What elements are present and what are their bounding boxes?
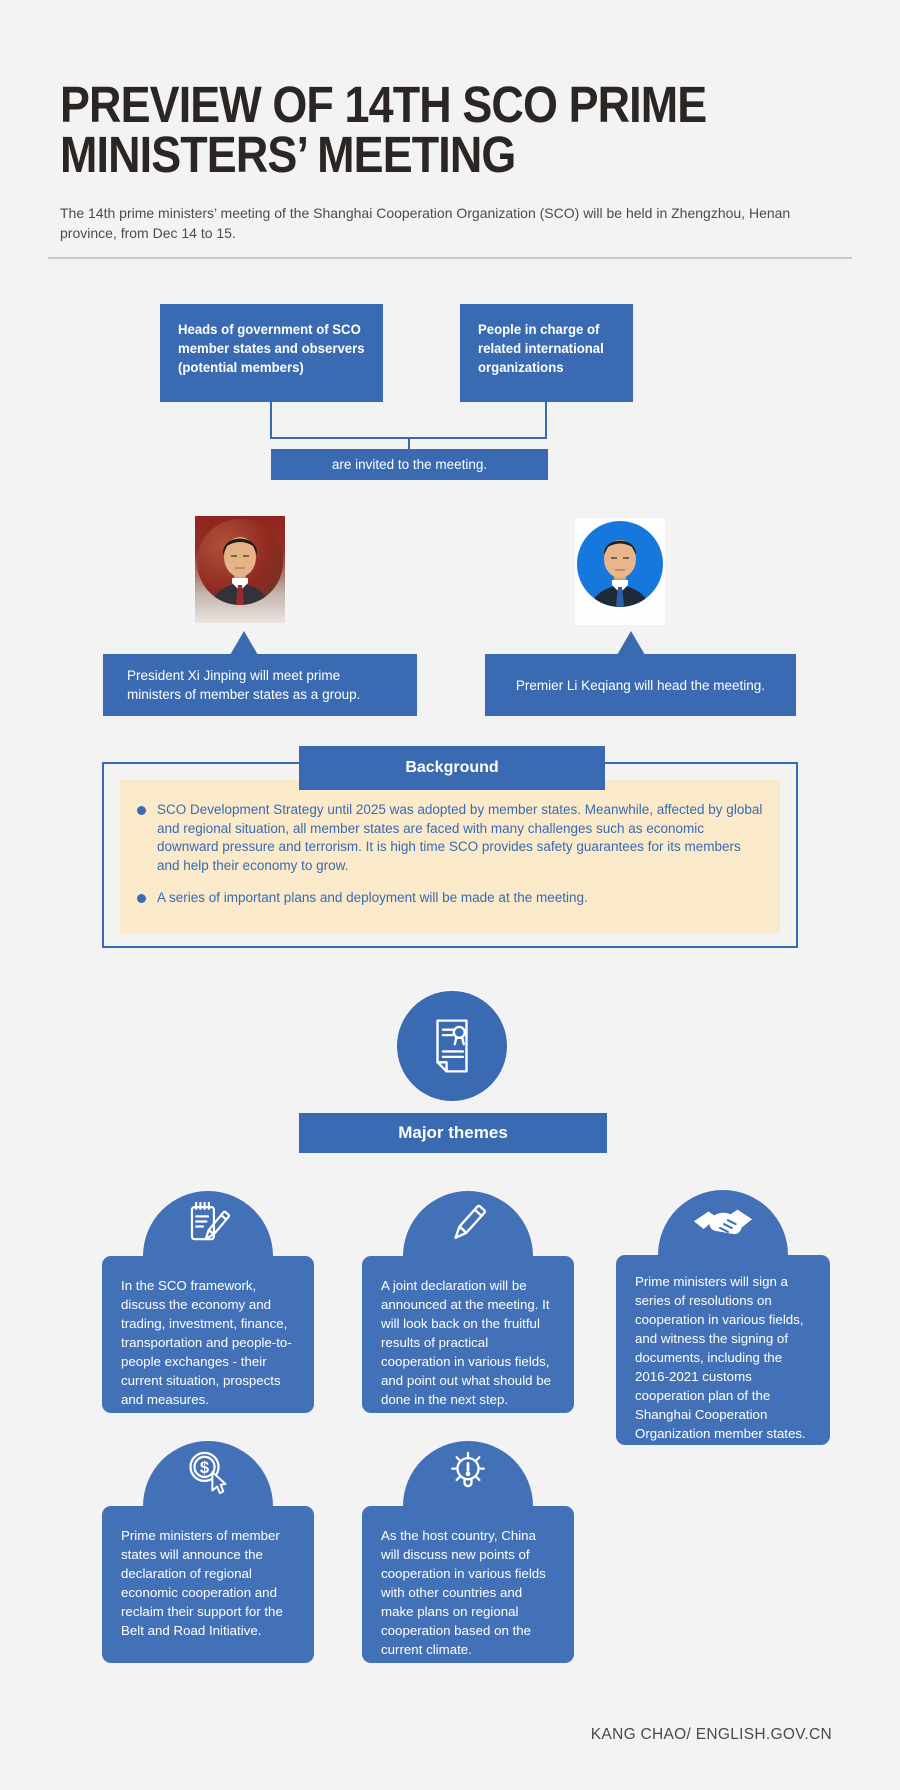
header-divider bbox=[48, 257, 852, 259]
li-caption-bubble: Premier Li Keqiang will head the meeting… bbox=[485, 654, 796, 716]
notepad-pencil-icon bbox=[190, 1201, 231, 1241]
xi-caption-bubble: President Xi Jinping will meet prime min… bbox=[103, 654, 417, 716]
invitees-box-international-organizations: People in charge of related internationa… bbox=[460, 304, 633, 402]
invitees-left-line: Heads of government of SCO bbox=[178, 321, 361, 337]
bullet-dot-icon bbox=[137, 806, 146, 815]
credit-line: KANG CHAO/ ENGLISH.GOV.CN bbox=[590, 1726, 832, 1743]
li-keqiang-portrait-figure bbox=[589, 540, 651, 607]
bullet-text: A series of important plans and deployme… bbox=[157, 890, 588, 905]
bullet-item: A series of important plans and deployme… bbox=[137, 889, 765, 908]
svg-text:$: $ bbox=[200, 1458, 209, 1477]
major-themes-badge bbox=[397, 991, 507, 1101]
invitees-box-heads-of-government: Heads of government of SCO member states… bbox=[160, 304, 383, 402]
page-title: PREVIEW OF 14TH SCO PRIME MINISTERS’ MEE… bbox=[60, 76, 880, 183]
background-bullet-list: SCO Development Strategy until 2025 was … bbox=[137, 801, 765, 908]
handshake-icon bbox=[693, 1209, 753, 1235]
theme-card-dome: $ bbox=[143, 1441, 273, 1506]
theme-card-dome bbox=[403, 1441, 533, 1506]
invitees-right-line: People in charge of bbox=[478, 321, 600, 337]
li-keqiang-photo bbox=[575, 518, 665, 625]
li-caption-text: Premier Li Keqiang will head the meeting… bbox=[515, 677, 766, 693]
document-seal-icon bbox=[436, 1019, 468, 1073]
connector-line bbox=[270, 402, 272, 439]
theme-card-text: Prime ministers will sign a series of re… bbox=[616, 1255, 830, 1445]
xi-jinping-photo bbox=[195, 516, 285, 623]
bullet-text: SCO Development Strategy until 2025 was … bbox=[157, 802, 763, 873]
speech-pointer bbox=[617, 631, 645, 655]
background-heading: Background bbox=[299, 746, 605, 790]
invitees-right-line: organizations bbox=[478, 359, 564, 375]
invited-result-bar: are invited to the meeting. bbox=[271, 449, 548, 480]
theme-card-dome bbox=[143, 1191, 273, 1256]
lightbulb-alert-icon bbox=[451, 1451, 485, 1488]
invitees-right-line: related international bbox=[478, 340, 604, 356]
bullet-item: SCO Development Strategy until 2025 was … bbox=[137, 801, 765, 875]
background-panel bbox=[120, 780, 780, 934]
intro-text: The 14th prime ministers’ meeting of the… bbox=[60, 205, 791, 241]
major-themes-heading: Major themes bbox=[299, 1113, 607, 1153]
invitees-left-line: member states and observers bbox=[178, 340, 365, 356]
speech-pointer bbox=[230, 631, 258, 655]
theme-card-text: A joint declaration will be announced at… bbox=[362, 1256, 574, 1413]
theme-card-text: Prime ministers of member states will an… bbox=[102, 1506, 314, 1663]
theme-card-dome bbox=[403, 1191, 533, 1256]
dollar-search-cursor-icon: $ bbox=[189, 1451, 227, 1495]
pencil-icon bbox=[454, 1204, 487, 1239]
connector-line bbox=[545, 402, 547, 439]
xi-caption-text: President Xi Jinping will meet prime min… bbox=[127, 668, 361, 702]
theme-card-text: In the SCO framework, discuss the econom… bbox=[102, 1256, 314, 1413]
xi-jinping-portrait-figure bbox=[209, 537, 271, 605]
theme-card-text: As the host country, China will discuss … bbox=[362, 1506, 574, 1663]
theme-card-dome bbox=[658, 1190, 788, 1255]
title-line-1: PREVIEW OF 14TH SCO PRIME bbox=[60, 76, 707, 133]
bullet-dot-icon bbox=[137, 894, 146, 903]
connector-line bbox=[408, 439, 410, 449]
connector-line bbox=[270, 437, 547, 439]
title-line-2: MINISTERS’ MEETING bbox=[60, 126, 516, 183]
invitees-left-line: (potential members) bbox=[178, 359, 304, 375]
